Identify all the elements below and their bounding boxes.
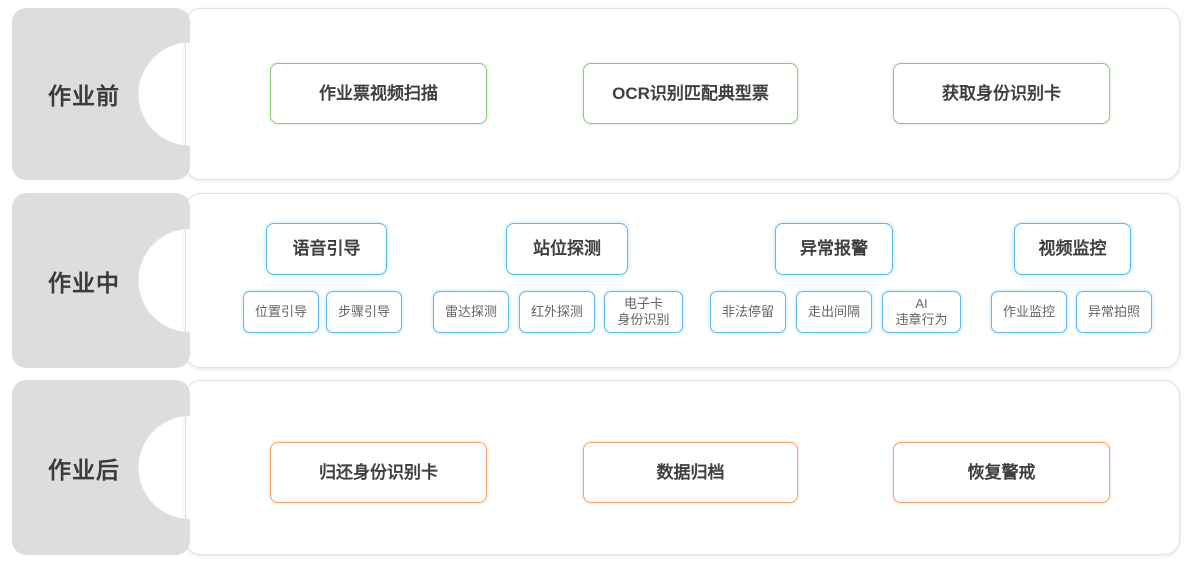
process-node[interactable]: 语音引导 — [266, 223, 387, 275]
process-node[interactable]: 获取身份识别卡 — [893, 63, 1110, 124]
process-subnode[interactable]: AI 违章行为 — [882, 291, 961, 333]
process-node[interactable]: 归还身份识别卡 — [270, 442, 487, 503]
process-subnode[interactable]: 走出间隔 — [796, 291, 872, 333]
phase-nodes-area: 归还身份识别卡 数据归档 恢复警戒 — [185, 380, 1180, 555]
process-subnode[interactable]: 非法停留 — [710, 291, 786, 333]
phase-row: 作业前 作业票视频扫描 OCR识别匹配典型票 获取身份识别卡 — [0, 8, 1200, 180]
phase-row: 作业中 语音引导 站位探测 异常报警 视频监控位置引导步骤引导雷达探测红外探测电子卡 身… — [0, 193, 1200, 368]
process-node[interactable]: 站位探测 — [506, 223, 628, 275]
process-subnode[interactable]: 作业监控 — [991, 291, 1067, 333]
phase-label: 作业中 — [48, 269, 120, 296]
process-node[interactable]: 视频监控 — [1014, 223, 1131, 275]
phase-row: 作业后 归还身份识别卡 数据归档 恢复警戒 — [0, 380, 1200, 555]
phase-nodes-area: 作业票视频扫描 OCR识别匹配典型票 获取身份识别卡 — [185, 8, 1180, 180]
process-node[interactable]: 异常报警 — [775, 223, 893, 275]
process-subnode[interactable]: 电子卡 身份识别 — [604, 291, 683, 333]
process-subnode[interactable]: 位置引导 — [243, 291, 319, 333]
process-node[interactable]: OCR识别匹配典型票 — [583, 63, 798, 124]
process-node[interactable]: 数据归档 — [583, 442, 798, 503]
phase-label: 作业后 — [48, 456, 120, 483]
process-subnode[interactable]: 步骤引导 — [326, 291, 402, 333]
process-subnode[interactable]: 异常拍照 — [1076, 291, 1152, 333]
phase-label-tab: 作业前 — [12, 8, 190, 180]
phase-label: 作业前 — [48, 83, 120, 109]
phase-content-panel — [185, 193, 1180, 368]
phase-nodes-area: 语音引导 站位探测 异常报警 视频监控位置引导步骤引导雷达探测红外探测电子卡 身份识别… — [185, 193, 1180, 368]
process-node[interactable]: 作业票视频扫描 — [270, 63, 487, 124]
phase-label-tab: 作业后 — [12, 380, 190, 555]
process-subnode[interactable]: 雷达探测 — [433, 291, 509, 333]
process-node[interactable]: 恢复警戒 — [893, 442, 1110, 503]
process-subnode[interactable]: 红外探测 — [519, 291, 595, 333]
phase-label-tab: 作业中 — [12, 193, 190, 368]
